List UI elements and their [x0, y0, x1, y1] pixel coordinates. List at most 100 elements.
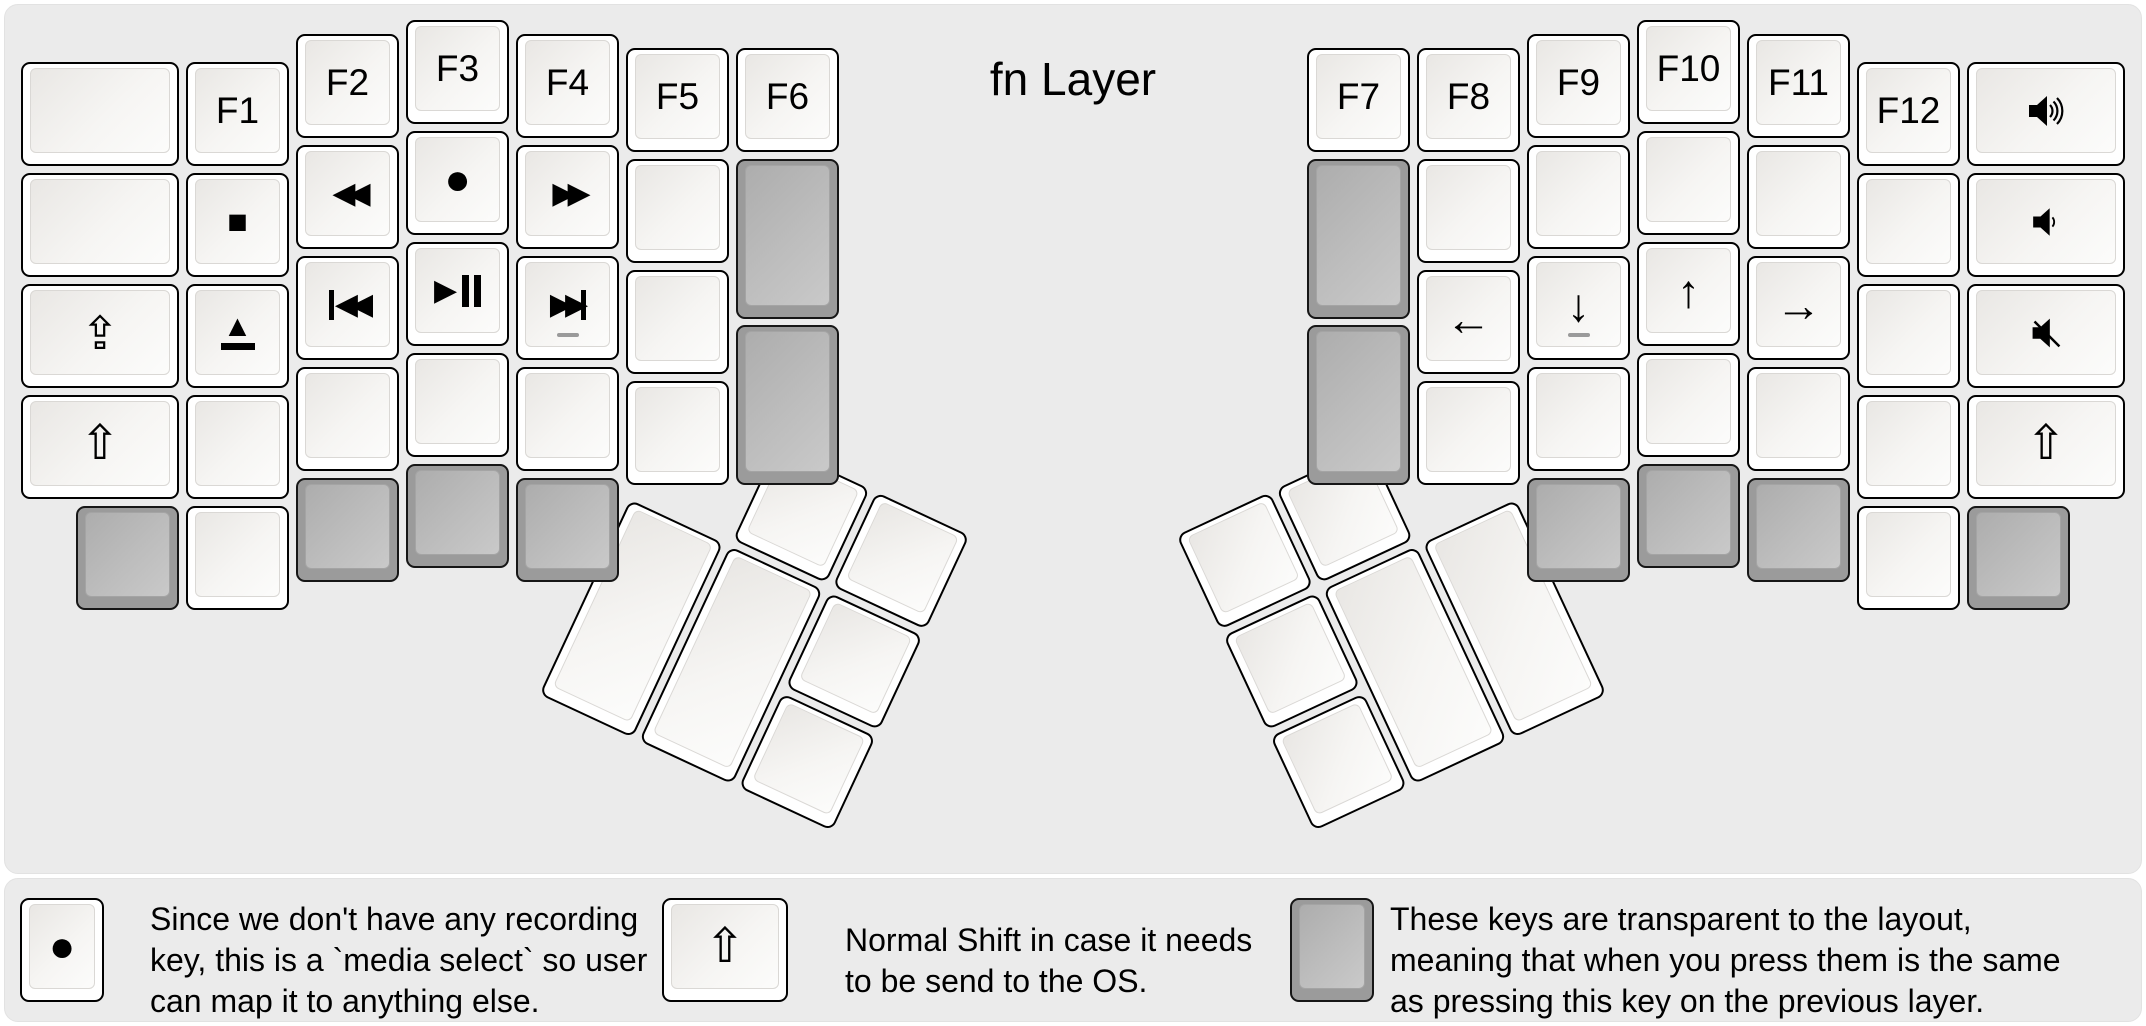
key-f8[interactable]: F8: [1417, 48, 1520, 152]
key-caps-lock[interactable]: ⇪: [21, 284, 179, 388]
key-arrow-down[interactable]: ↓: [1527, 256, 1630, 360]
key-media-select[interactable]: ●: [406, 131, 509, 235]
key-blank-r4-c12[interactable]: [1857, 506, 1960, 610]
keycap-surface: [1976, 179, 2116, 264]
key-blank-r3-c8[interactable]: [1417, 381, 1520, 485]
keycap-surface: F2: [305, 40, 390, 125]
keycap-surface: [752, 702, 866, 816]
keycap-surface: [85, 512, 170, 597]
key-blank-r1-c9[interactable]: [1527, 145, 1630, 249]
key-f3[interactable]: F3: [406, 20, 509, 124]
key-blank-r1-c10[interactable]: [1637, 131, 1740, 235]
fast-forward-icon: ▶▶: [552, 176, 590, 210]
key-arrow-up[interactable]: ↑: [1637, 242, 1740, 346]
key-transparent-r4-c2[interactable]: [296, 478, 399, 582]
key-blank-r3-c9[interactable]: [1527, 367, 1630, 471]
legend-text-shift: Normal Shift in case it needs to be send…: [845, 922, 1253, 999]
key-volume-mute[interactable]: [1967, 284, 2125, 388]
key-volume-down[interactable]: [1967, 173, 2125, 277]
key-f10[interactable]: F10: [1637, 20, 1740, 124]
homing-bar: [1567, 333, 1590, 337]
key-transparent-r4-c4[interactable]: [516, 478, 619, 582]
keycap-surface: [415, 470, 500, 555]
volume-down-icon: [2024, 200, 2068, 244]
key-blank-r3-c5[interactable]: [626, 381, 729, 485]
key-f1[interactable]: F1: [186, 62, 289, 166]
key-f6[interactable]: F6: [736, 48, 839, 152]
key-blank-r2-c12[interactable]: [1857, 284, 1960, 388]
keycap-surface: [846, 501, 960, 615]
key-shift-left[interactable]: ⇧: [21, 395, 179, 499]
key-f4[interactable]: F4: [516, 34, 619, 138]
key-blank-r1-c5[interactable]: [626, 159, 729, 263]
keycap-surface: [635, 387, 720, 472]
keycap-surface: F8: [1426, 54, 1511, 139]
key-blank-r3-c10[interactable]: [1637, 353, 1740, 457]
key-play-pause[interactable]: ▶: [406, 242, 509, 346]
keycap-surface: [1756, 151, 1841, 236]
key-blank-r1-c11[interactable]: [1747, 145, 1850, 249]
keycap-surface: [1866, 512, 1951, 597]
key-transparent-tall2-left[interactable]: [736, 325, 839, 485]
key-transparent-tall1-left[interactable]: [736, 159, 839, 319]
key-arrow-right[interactable]: →: [1747, 256, 1850, 360]
key-arrow-left[interactable]: ←: [1417, 270, 1520, 374]
key-f7[interactable]: F7: [1307, 48, 1410, 152]
key-blank-r0-c0[interactable]: [21, 62, 179, 166]
key-blank-r1-c12[interactable]: [1857, 173, 1960, 277]
key-blank-r1-c8[interactable]: [1417, 159, 1520, 263]
key-transparent-r4-c0[interactable]: [76, 506, 179, 610]
legend-key-transparent: [1290, 898, 1374, 1002]
next-track-icon: ▶▶: [549, 289, 588, 320]
key-blank-r2-c5[interactable]: [626, 270, 729, 374]
keycap-surface: [1233, 601, 1347, 715]
key-transparent-r4-c10[interactable]: [1637, 464, 1740, 568]
key-rewind[interactable]: ◀◀: [296, 145, 399, 249]
arrow-left-icon: ←: [1445, 292, 1492, 345]
key-next-track[interactable]: ▶▶: [516, 256, 619, 360]
key-transparent-r4-c3[interactable]: [406, 464, 509, 568]
key-transparent-tall1-right[interactable]: [1307, 159, 1410, 319]
key-f11[interactable]: F11: [1747, 34, 1850, 138]
prev-track-icon: ◀◀: [328, 289, 373, 320]
key-f5[interactable]: F5: [626, 48, 729, 152]
key-blank-r3-c12[interactable]: [1857, 395, 1960, 499]
key-transparent-r4-c9[interactable]: [1527, 478, 1630, 582]
keycap-surface: ●: [415, 137, 500, 222]
key-f12[interactable]: F12: [1857, 62, 1960, 166]
record-icon: ●: [48, 921, 76, 971]
key-blank-r3-c3[interactable]: [406, 353, 509, 457]
keycap-surface: [195, 401, 280, 486]
keycap-surface: [1536, 484, 1621, 569]
key-prev-track[interactable]: ◀◀: [296, 256, 399, 360]
keycap-surface: [1646, 470, 1731, 555]
key-blank-r3-c2[interactable]: [296, 367, 399, 471]
key-blank-r3-c11[interactable]: [1747, 367, 1850, 471]
rewind-icon: ◀◀: [332, 176, 370, 210]
key-stop[interactable]: ■: [186, 173, 289, 277]
keycap-surface: F11: [1756, 40, 1841, 125]
keycap-surface: ▶▶: [525, 151, 610, 236]
keycap-surface: F12: [1866, 68, 1951, 153]
keycap-surface: ▲: [195, 290, 280, 375]
key-blank-r3-c4[interactable]: [516, 367, 619, 471]
key-shift-right[interactable]: ⇧: [1967, 395, 2125, 499]
key-f6-label: F6: [765, 76, 810, 117]
key-blank-r1-c0[interactable]: [21, 173, 179, 277]
key-f9[interactable]: F9: [1527, 34, 1630, 138]
key-fast-forward[interactable]: ▶▶: [516, 145, 619, 249]
keycap-surface: ↑: [1646, 248, 1731, 333]
key-transparent-r4-c11[interactable]: [1747, 478, 1850, 582]
key-f8-label: F8: [1446, 76, 1491, 117]
key-blank-r3-c1[interactable]: [186, 395, 289, 499]
key-volume-up[interactable]: [1967, 62, 2125, 166]
keycap-surface: [1316, 165, 1401, 306]
key-blank-r4-c1[interactable]: [186, 506, 289, 610]
legend-key-shift: ⇧: [662, 898, 788, 1002]
key-transparent-r4-c13[interactable]: [1967, 506, 2070, 610]
key-transparent-tall2-right[interactable]: [1307, 325, 1410, 485]
key-f11-label: F11: [1767, 62, 1829, 103]
keycap-surface: ⇧: [1976, 401, 2116, 486]
key-f2[interactable]: F2: [296, 34, 399, 138]
key-eject[interactable]: ▲: [186, 284, 289, 388]
